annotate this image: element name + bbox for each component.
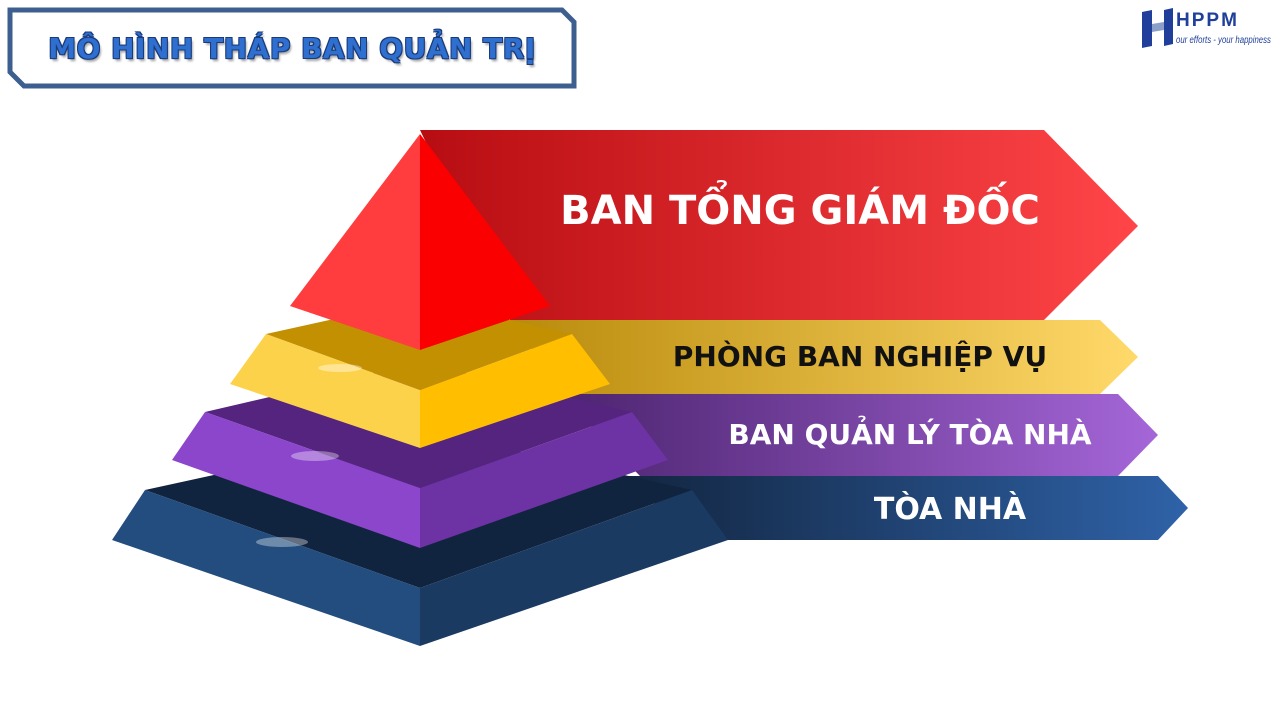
title-box: MÔ HÌNH THÁP BAN QUẢN TRỊ xyxy=(6,6,578,90)
title-frame xyxy=(7,7,577,89)
pyramid-tier-1 xyxy=(290,134,550,350)
arrow-level-4 xyxy=(620,476,1188,540)
page-title: MÔ HÌNH THÁP BAN QUẢN TRỊ xyxy=(48,31,536,65)
arrow-level-3 xyxy=(560,394,1158,476)
level-label-buildings: TÒA NHÀ xyxy=(873,492,1027,527)
level-label-building-management: BAN QUẢN LÝ TÒA NHÀ xyxy=(728,418,1092,451)
logo-mark-icon xyxy=(1142,8,1173,48)
level-label-departments: PHÒNG BAN NGHIỆP VỤ xyxy=(672,340,1048,373)
arrow-level-1 xyxy=(420,130,1138,320)
logo-tagline: our efforts - your happiness xyxy=(1176,35,1271,46)
company-logo: HPPM our efforts - your happiness xyxy=(1140,8,1274,52)
arrow-level-2 xyxy=(500,320,1138,394)
logo-name: HPPM xyxy=(1176,10,1239,31)
level-label-executive-board: BAN TỔNG GIÁM ĐỐC xyxy=(560,188,1040,234)
